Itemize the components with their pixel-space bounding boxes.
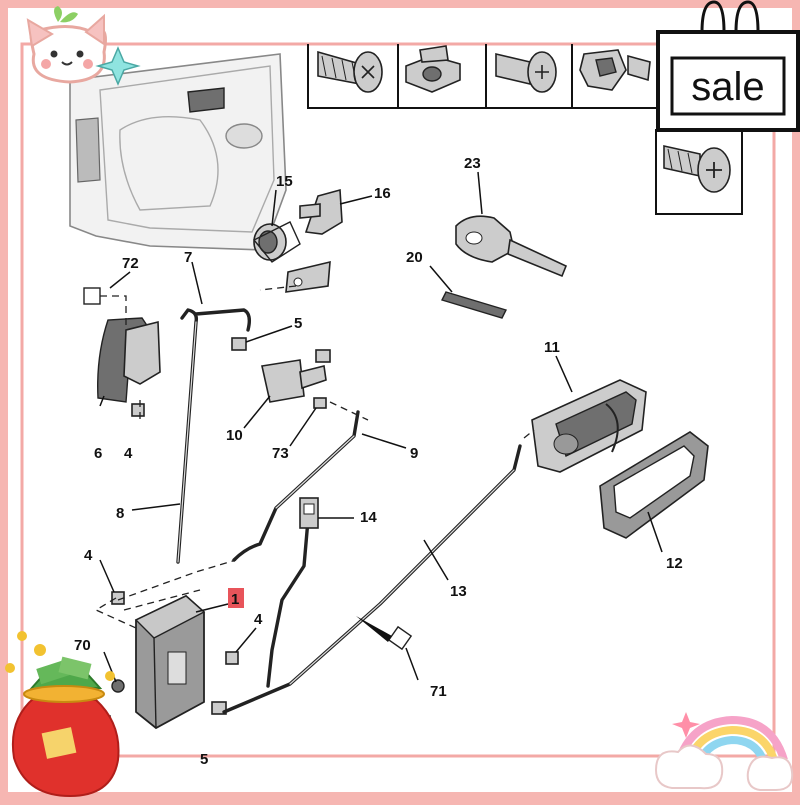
callout-71: 71 <box>430 683 447 700</box>
key <box>455 215 568 278</box>
callout-1: 1 <box>231 591 239 608</box>
callout-5-top: 5 <box>294 315 302 332</box>
rainbow-cloud-icon <box>654 712 794 791</box>
hardware-table <box>307 44 743 215</box>
key-blade <box>441 291 507 319</box>
leader-lines <box>99 171 663 683</box>
outside-door-handle <box>97 317 161 417</box>
callout-4-left: 4 <box>84 547 93 564</box>
inside-door-handle <box>531 379 647 473</box>
push-clip-icon <box>579 49 651 91</box>
bag-handle-icon <box>700 0 726 33</box>
screw-icon <box>495 51 557 93</box>
handle-bezel <box>599 431 709 539</box>
pointer-marker <box>387 625 413 651</box>
callout-7: 7 <box>184 249 192 266</box>
callout-14: 14 <box>360 509 377 526</box>
screw-icon <box>317 50 383 93</box>
control-rods <box>176 308 522 714</box>
pointer-marker <box>83 287 101 305</box>
sale-badge: sale <box>656 0 800 132</box>
callout-6: 6 <box>94 445 102 462</box>
callout-4-handle: 4 <box>124 445 133 462</box>
callout-15: 15 <box>276 173 293 190</box>
retaining-clip <box>231 337 247 351</box>
callout-9: 9 <box>410 445 418 462</box>
latch-mechanism <box>261 349 331 409</box>
lucky-bag-icon <box>5 631 120 798</box>
callout-10: 10 <box>226 427 243 444</box>
callout-73: 73 <box>272 445 289 462</box>
screw-icon <box>663 145 731 193</box>
rivet <box>225 651 239 665</box>
callout-5-bottom: 5 <box>200 751 208 768</box>
callout-70: 70 <box>74 637 91 654</box>
sparkle-icon <box>95 46 141 86</box>
cat-sticker-icon <box>26 6 107 84</box>
door-switch <box>299 497 319 529</box>
bag-handle-icon <box>734 0 760 33</box>
callout-13: 13 <box>450 583 467 600</box>
lock-bracket <box>299 188 343 235</box>
screw <box>111 679 125 693</box>
callout-4-right: 4 <box>254 611 263 628</box>
callout-20: 20 <box>406 249 423 266</box>
sale-badge-text: sale <box>691 65 764 109</box>
door-lock-actuator <box>134 594 206 730</box>
callout-23: 23 <box>464 155 481 172</box>
callout-12: 12 <box>666 555 683 572</box>
callout-8: 8 <box>116 505 124 522</box>
callout-1-highlight <box>228 588 244 608</box>
callout-16: 16 <box>374 185 391 202</box>
door-panel-illustration <box>69 53 287 251</box>
retaining-clip <box>211 701 227 715</box>
callout-72: 72 <box>122 255 139 272</box>
dashed-guides <box>94 285 535 629</box>
callout-11: 11 <box>544 339 560 356</box>
clip-nut-icon <box>405 45 461 93</box>
lock-cylinder <box>252 221 331 293</box>
